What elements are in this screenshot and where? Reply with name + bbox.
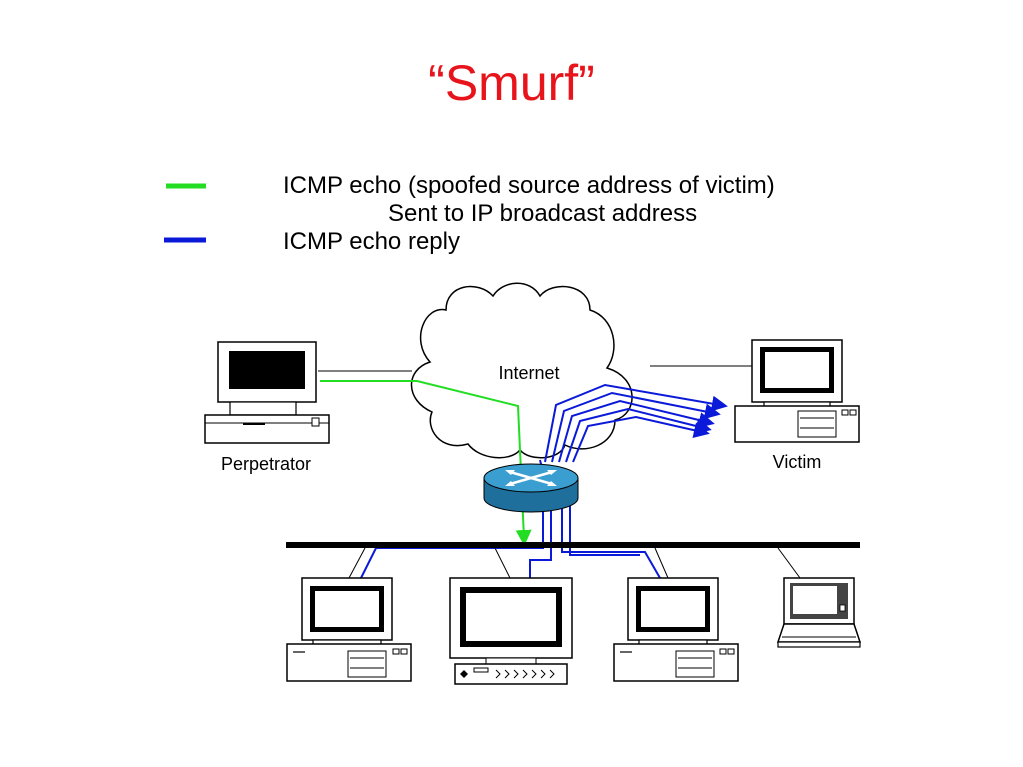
- victim-computer-icon: [734, 339, 860, 443]
- perpetrator-computer-icon: [204, 341, 330, 444]
- router-icon: [483, 463, 579, 513]
- icmp-reply-victim-lines: [544, 383, 728, 463]
- lan-host-3-computer-icon: [613, 577, 739, 682]
- perpetrator-label: Perpetrator: [221, 454, 311, 474]
- victim-label: Victim: [773, 452, 822, 472]
- legend-reply-text: ICMP echo reply: [283, 228, 460, 255]
- lan-host-1-computer-icon: [286, 577, 412, 682]
- internet-label: Internet: [498, 363, 559, 383]
- legend-echo-text: ICMP echo (spoofed source address of vic…: [283, 172, 775, 199]
- legend-echo-subline: Sent to IP broadcast address: [388, 200, 698, 227]
- lan-laptop-icon: [776, 577, 862, 648]
- slide-title: “Smurf”: [428, 55, 595, 111]
- lan-host-2-computer-icon: [449, 577, 573, 685]
- lan-drop-lines: [348, 547, 801, 579]
